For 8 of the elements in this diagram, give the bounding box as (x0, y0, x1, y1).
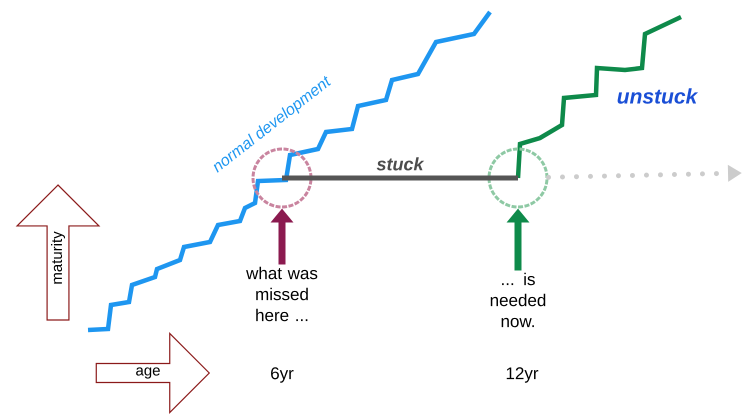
curve-label: unstuck (618, 88, 698, 104)
highlight-circle (488, 148, 548, 208)
stuck-line (282, 176, 518, 180)
caption-text: ... is needed now. (490, 272, 546, 328)
edge-label: stuck (376, 157, 424, 170)
age-label: 6yr (271, 367, 294, 383)
caption-text: what was missed here ... (246, 266, 318, 322)
age-label: 12yr (506, 367, 538, 383)
